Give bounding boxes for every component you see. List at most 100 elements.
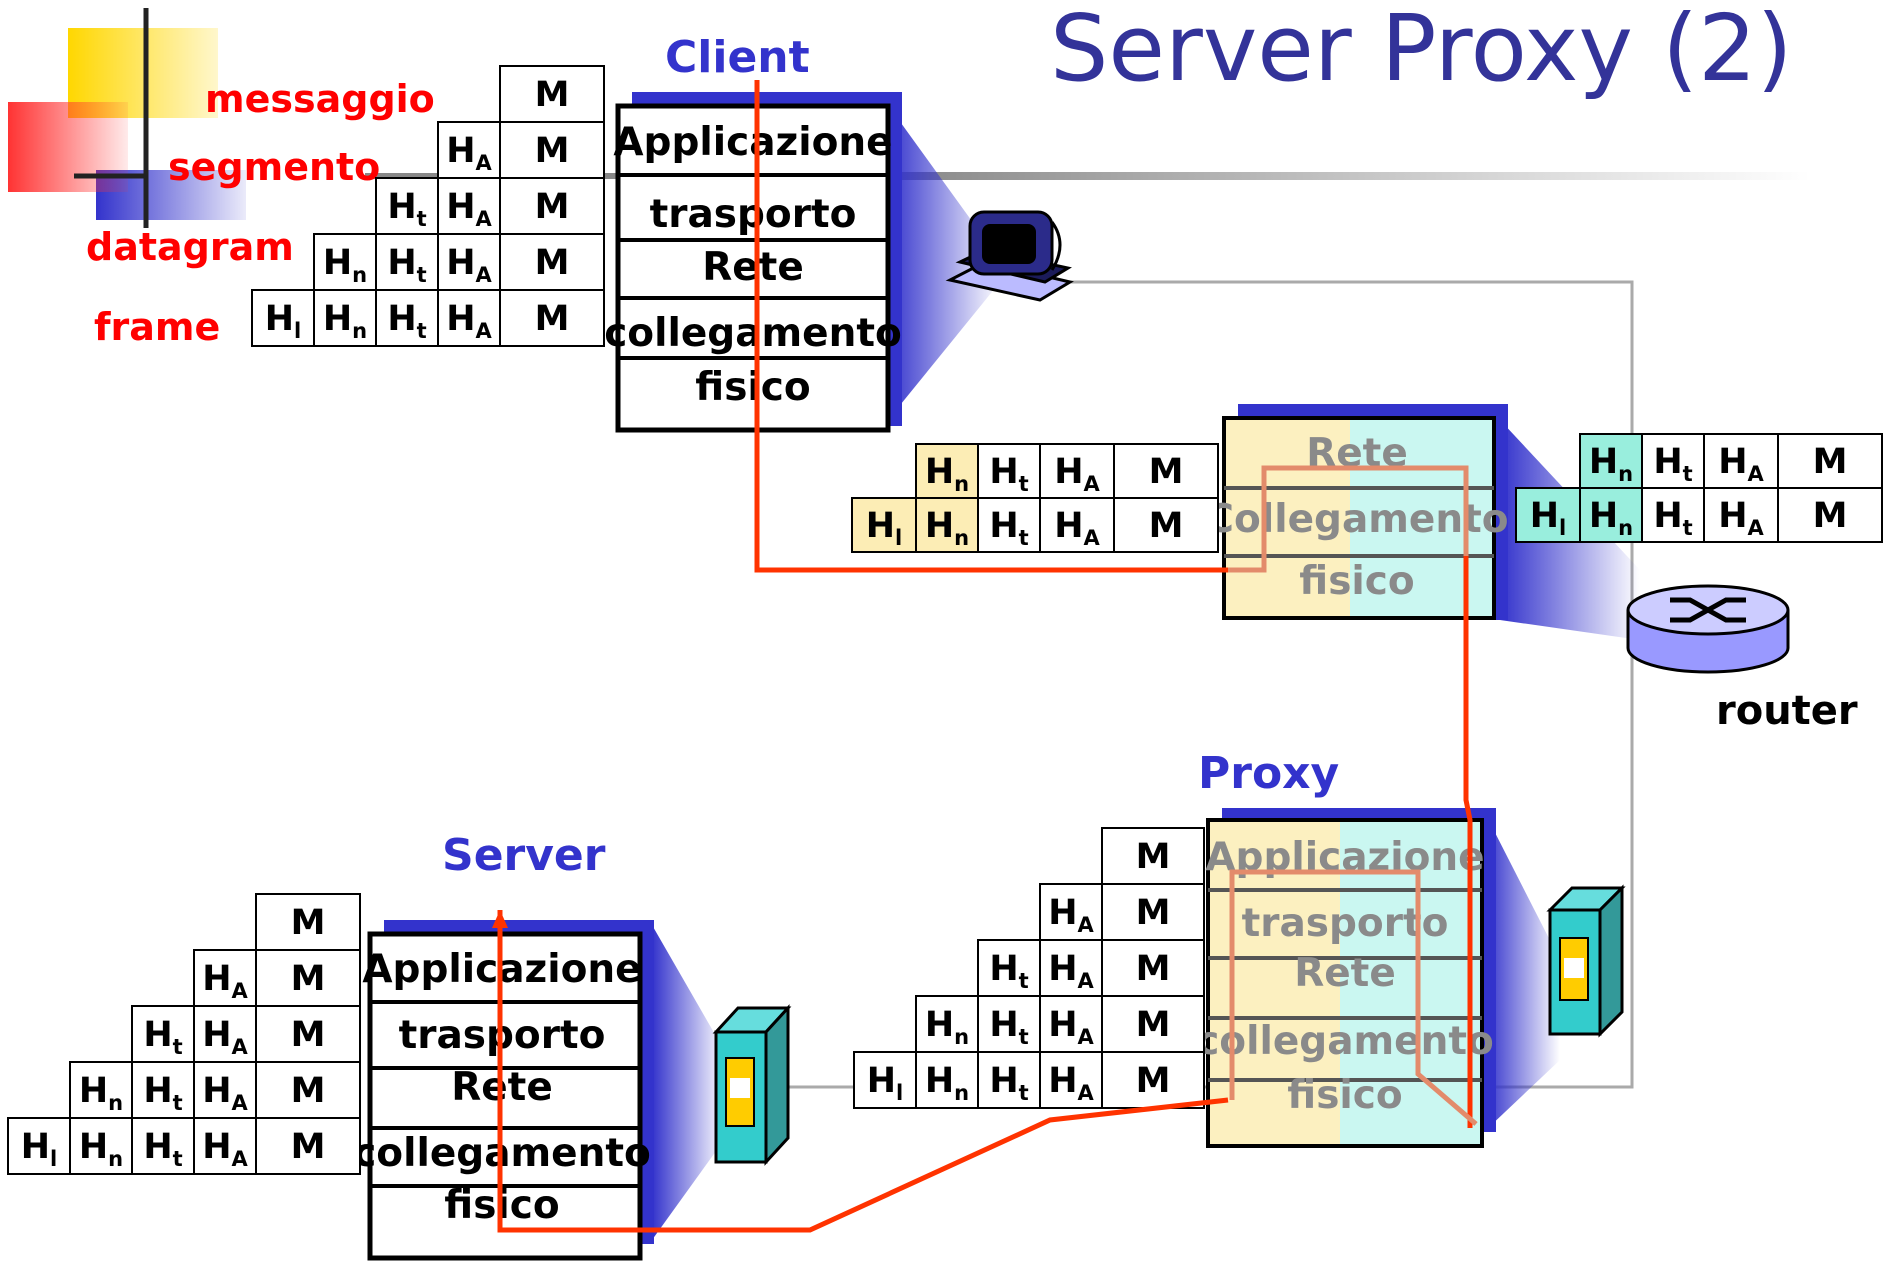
proxy-stack: Applicazione trasporto Rete collegamento…	[1196, 808, 1496, 1148]
message-label: M	[1136, 837, 1171, 877]
header-label: Ht	[143, 1127, 182, 1171]
message-label: M	[291, 959, 326, 999]
message-cell	[255, 1005, 361, 1063]
client-layer-collegamento: collegamento	[604, 311, 902, 356]
header-cell	[437, 177, 501, 235]
server-beam	[652, 925, 724, 1240]
message-label: M	[1136, 1061, 1171, 1101]
message-cell	[499, 289, 605, 347]
path-client-router	[754, 80, 1234, 573]
header-label: Hn	[925, 452, 969, 496]
client-layer-applicazione: Applicazione	[613, 120, 892, 165]
header-label: Ht	[1653, 496, 1692, 540]
header-label: Hn	[79, 1127, 123, 1171]
header-cell	[193, 949, 257, 1007]
client-beam	[888, 105, 1000, 420]
header-label: Hn	[323, 243, 367, 287]
message-cell	[499, 177, 605, 235]
proxy-layer-rete: Rete	[1294, 951, 1396, 996]
title-divider	[890, 172, 1810, 180]
message-cell	[1101, 939, 1205, 997]
message-label: M	[1149, 506, 1184, 546]
header-cell	[915, 1051, 979, 1109]
path-proxy-server	[497, 910, 1229, 1233]
header-label: HA	[446, 299, 492, 343]
header-label: Hn	[1589, 442, 1633, 486]
message-label: M	[535, 75, 570, 115]
server-stack: Applicazione trasporto Rete collegamento…	[353, 920, 654, 1261]
message-label: M	[1136, 893, 1171, 933]
message-label: M	[535, 243, 570, 283]
header-cell	[437, 121, 501, 179]
data-path	[497, 80, 1473, 1233]
header-label: Hn	[79, 1071, 123, 1115]
header-label: Ht	[989, 1061, 1028, 1105]
message-label: M	[1149, 452, 1184, 492]
header-label: HA	[1718, 496, 1764, 540]
proxy-beam	[1486, 815, 1560, 1130]
header-label: HA	[1048, 893, 1094, 937]
header-cell	[915, 497, 979, 553]
header-cell	[915, 443, 979, 499]
legend-messaggio: messaggio	[205, 77, 435, 121]
header-cell	[1039, 883, 1103, 941]
proxy-server-icon	[1546, 884, 1626, 1038]
message-label: M	[1136, 1005, 1171, 1045]
message-label: M	[291, 1071, 326, 1111]
header-cell	[1039, 939, 1103, 997]
header-label: Ht	[387, 243, 426, 287]
header-cell	[131, 1061, 195, 1119]
client-layer-fisico: fisico	[695, 365, 810, 410]
message-label: M	[1813, 442, 1848, 482]
message-cell	[255, 1061, 361, 1119]
header-label: Ht	[387, 299, 426, 343]
header-label: Hn	[323, 299, 367, 343]
header-label: Hl	[1530, 496, 1567, 540]
server-icon	[712, 1004, 792, 1166]
header-label: HA	[202, 1071, 248, 1115]
header-label: Ht	[387, 187, 426, 231]
header-cell	[977, 939, 1041, 997]
header-label: Hl	[867, 1061, 904, 1105]
message-cell	[1777, 487, 1883, 543]
router-label: router	[1716, 688, 1858, 734]
message-cell	[499, 121, 605, 179]
header-label: HA	[1718, 442, 1764, 486]
header-label: HA	[446, 243, 492, 287]
header-label: HA	[202, 1015, 248, 1059]
header-label: Ht	[143, 1015, 182, 1059]
header-cell	[977, 497, 1041, 553]
path-router-proxy	[1463, 556, 1473, 1128]
header-label: Hn	[925, 1005, 969, 1049]
message-cell	[1113, 497, 1219, 553]
message-label: M	[535, 187, 570, 227]
header-cell	[193, 1005, 257, 1063]
header-label: Hn	[925, 506, 969, 550]
header-label: Ht	[989, 506, 1028, 550]
message-label: M	[535, 299, 570, 339]
header-label: HA	[1048, 949, 1094, 993]
message-label: M	[1136, 949, 1171, 989]
header-label: Ht	[989, 1005, 1028, 1049]
client-stack: Applicazione trasporto Rete collegamento…	[604, 92, 902, 433]
header-cell	[853, 1051, 917, 1109]
header-label: Hl	[21, 1127, 58, 1171]
header-label: Ht	[989, 949, 1028, 993]
message-label: M	[291, 903, 326, 943]
header-cell	[1641, 487, 1705, 543]
header-label: Hl	[866, 506, 903, 550]
header-label: HA	[446, 187, 492, 231]
message-cell	[255, 893, 361, 951]
header-cell	[375, 177, 439, 235]
header-label: HA	[202, 959, 248, 1003]
header-cell	[1579, 487, 1643, 543]
client-label: Client	[665, 32, 810, 83]
router-stack: Rete Collegamento fisico	[1205, 404, 1509, 620]
header-label: Hn	[925, 1061, 969, 1105]
header-label: Ht	[989, 452, 1028, 496]
